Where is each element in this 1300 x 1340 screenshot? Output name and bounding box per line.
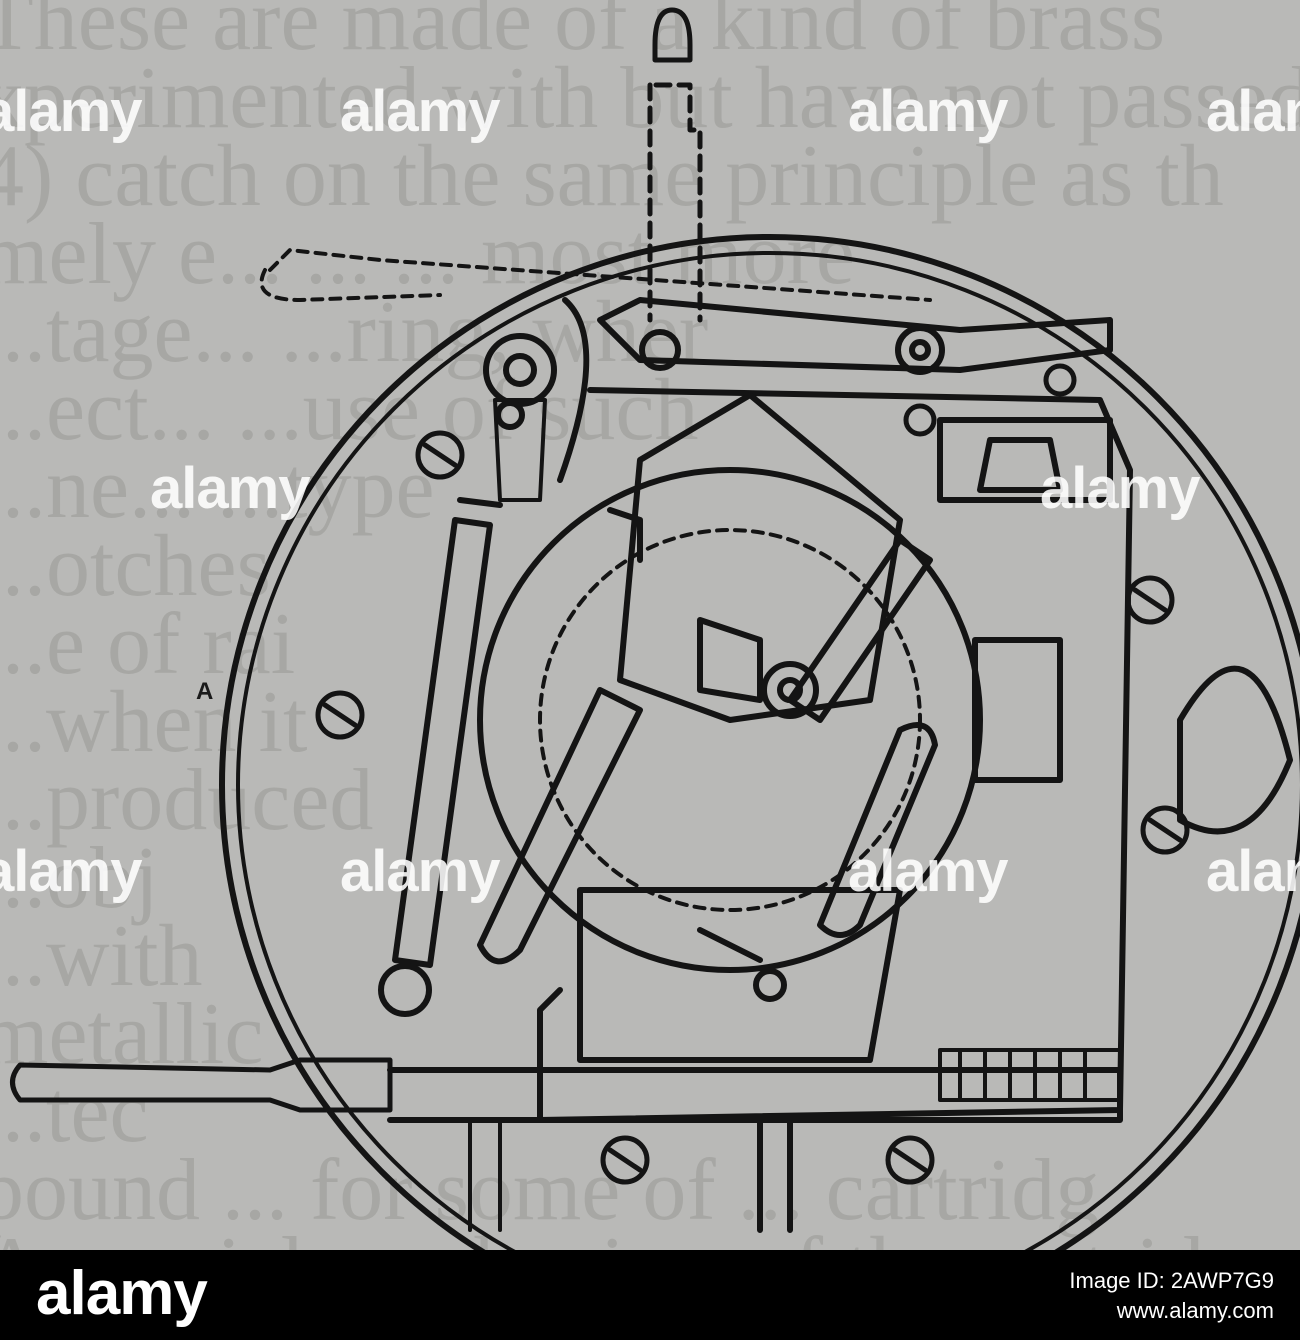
pawl [557,297,590,483]
watermark: alamy [848,79,1008,144]
watermark: alamy [0,79,142,144]
background-text-line: ...when it [0,674,308,771]
alamy-logo: alamy [36,1259,208,1328]
background-text-line: ...tec [0,1064,149,1161]
stock-footer: alamy Image ID: 2AWP7G9 www.alamy.com [0,1250,1300,1340]
background-text-line: ...with [0,908,203,1005]
firing-arm [787,537,933,723]
image-id: Image ID: 2AWP7G9 [1069,1268,1274,1293]
extractor-handle [10,1057,393,1113]
background-text-line: ...produced [0,752,374,849]
background-text-line: ...otches [0,518,271,615]
outer-ring [219,234,1300,1250]
pivot-right [895,325,945,375]
watermark: alamy [1206,839,1300,904]
mechanism-drawing [10,7,1300,1250]
background-text-line: 4) catch on the same principle as th [0,128,1224,225]
watermark: alamy [340,839,500,904]
watermark: alamy [340,79,500,144]
breech-block [617,392,903,723]
upper-lever-dashed [268,248,932,302]
watermark: alamy [848,839,1008,904]
upper-lever [597,297,1113,373]
lower-right-handle [817,722,938,938]
background-text-line: xperimented with but have not passed [0,50,1300,147]
screws [315,363,1190,1185]
pivot-upper-center [639,329,681,371]
hammer-pivot [761,661,819,719]
watermark: alamy [1206,79,1300,144]
inner-ring [236,251,1300,1250]
top-plunger [647,7,703,323]
watermark: alamy [0,839,142,904]
background-text-line: ...ne... ...type [0,440,435,537]
watermark: alamy [1040,456,1200,521]
right-block [972,637,1063,783]
central-disc [477,467,983,973]
lower-left-handle [477,687,643,965]
watermark: alamy [150,456,310,521]
background-text-line: ...obj [0,830,159,927]
ratchet-wheel [483,333,557,407]
left-rod [392,517,493,968]
rod-ball [378,963,432,1017]
background-text-line: ...ect... ...use of such [0,362,699,459]
lower-sector [577,887,903,1063]
website-link[interactable]: www.alamy.com [1116,1298,1274,1323]
image-credit: Image ID: 2AWP7G9 www.alamy.com [1069,1266,1274,1326]
serrated-bar [938,1048,1122,1102]
callout-label-a: A [196,678,214,705]
